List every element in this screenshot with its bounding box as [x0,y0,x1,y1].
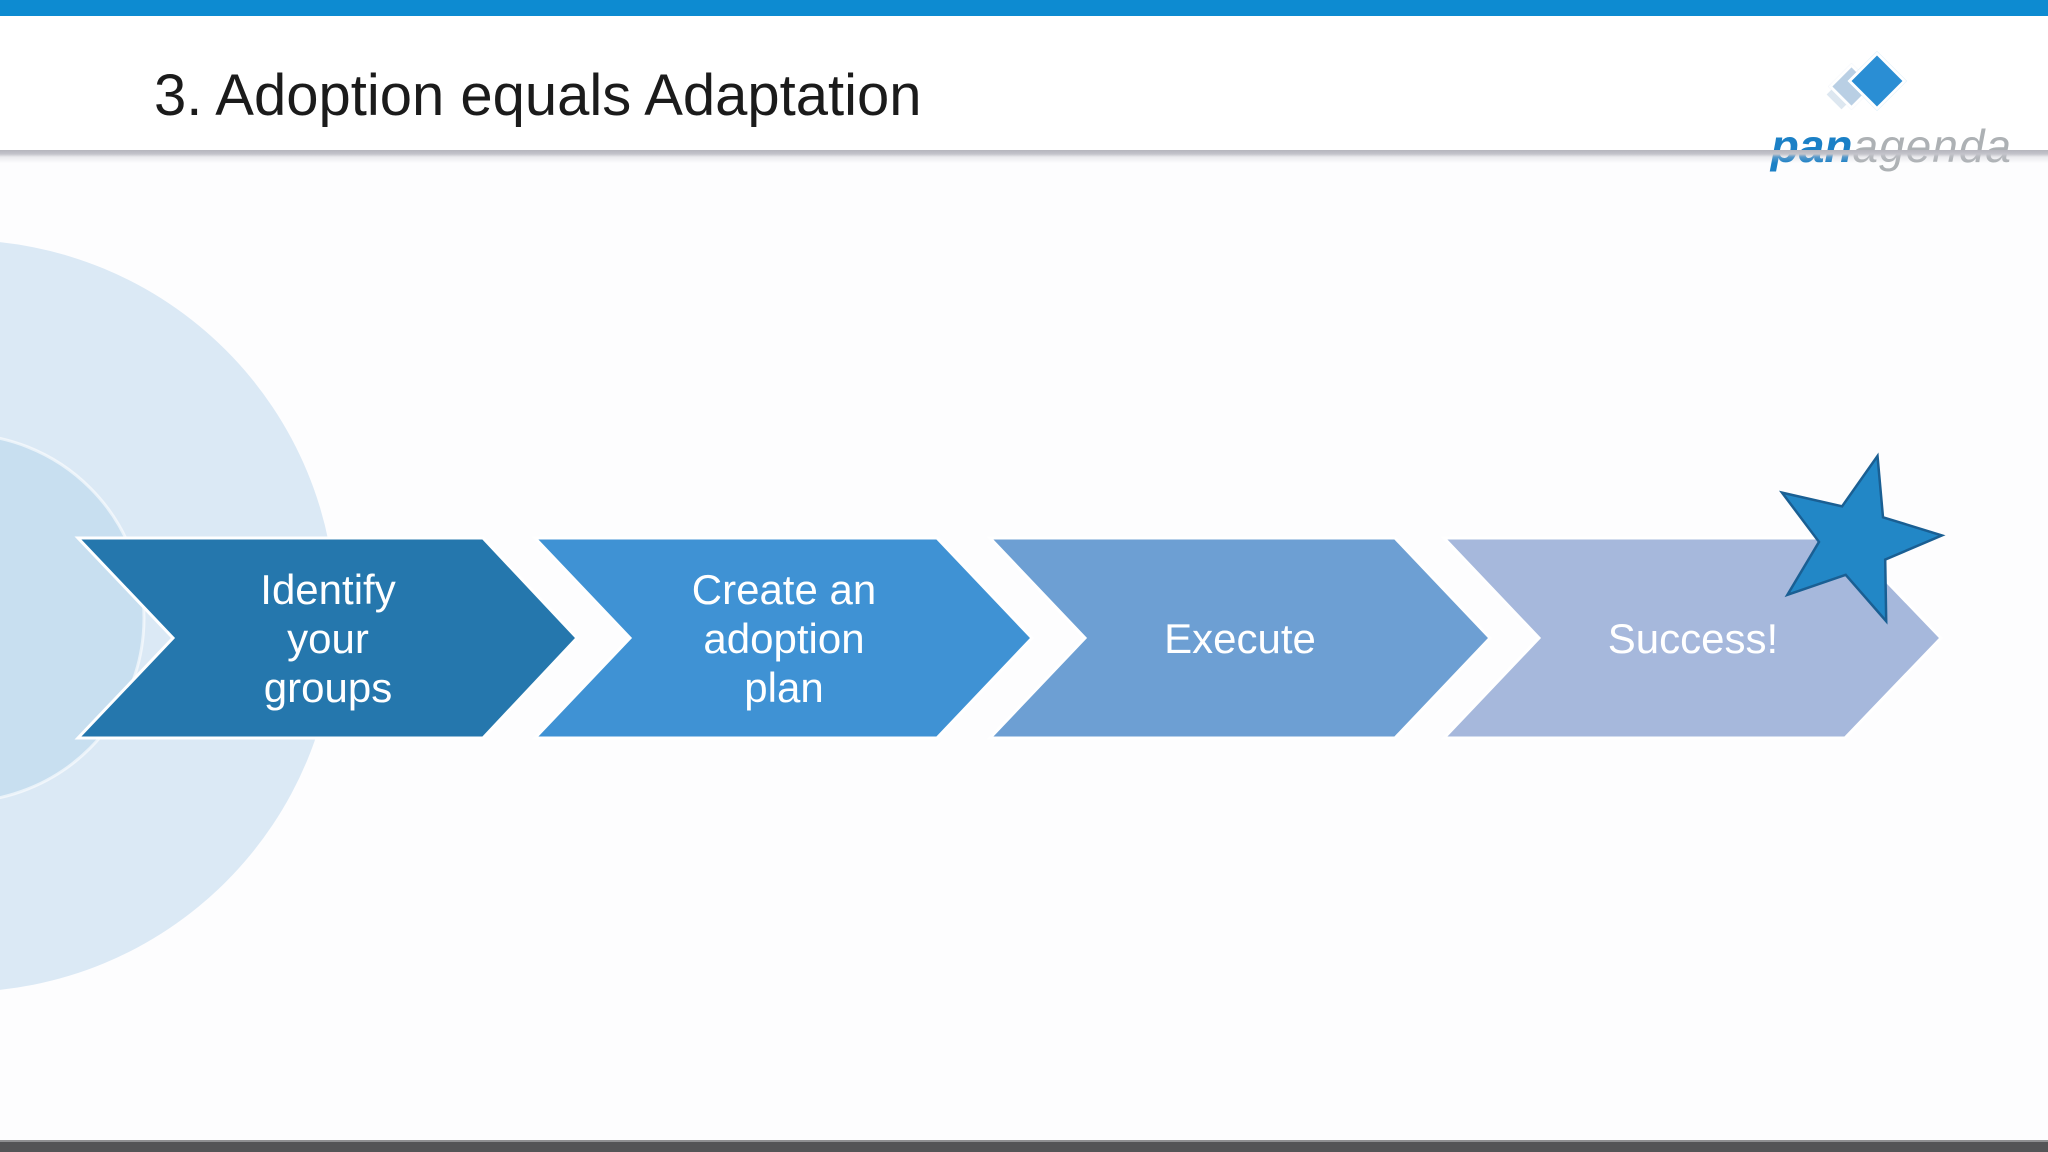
success-star-icon [1778,452,1946,625]
top-accent-bar [0,0,2048,16]
header-divider [0,150,2048,164]
footer-bar [0,1140,2048,1152]
process-step-chevron [986,536,1493,740]
slide-title: 3. Adoption equals Adaptation [154,63,922,128]
process-step-label: Execute [1164,615,1316,662]
process-step-label: Success! [1608,615,1778,662]
process-step-chevron [74,536,580,740]
process-step-chevron [531,536,1035,740]
